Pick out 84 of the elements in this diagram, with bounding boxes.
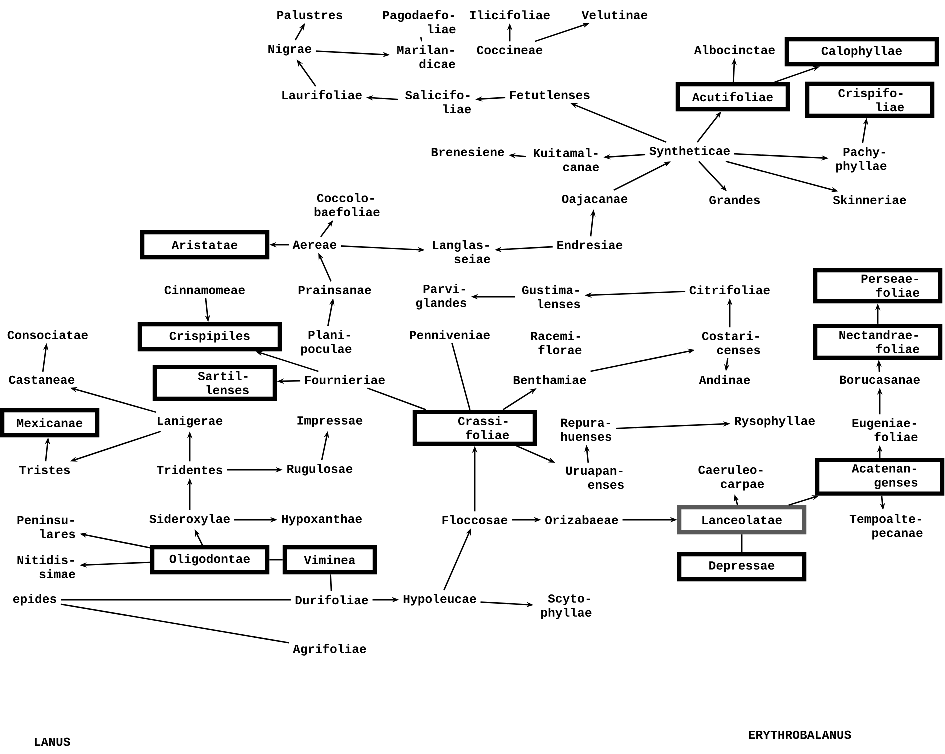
series-box: Crispipiles xyxy=(138,322,282,352)
series-label: Brenesiene xyxy=(432,148,504,156)
connector-line xyxy=(452,343,471,410)
series-label: Peninsu- lares xyxy=(18,515,76,539)
series-label: Tristes xyxy=(20,466,70,474)
series-box: Perseae- foliae xyxy=(813,268,943,304)
series-label: Syntheticae xyxy=(650,146,730,158)
series-label: Durifoliae xyxy=(296,595,368,605)
series-label: Ilicifoliae xyxy=(470,10,550,20)
series-label: Langlas- seiae xyxy=(433,240,490,264)
series-label: Tempoalte- pecanae xyxy=(850,514,923,540)
series-box: Viminea xyxy=(282,545,378,575)
series-box: Oligodontae xyxy=(150,545,270,575)
series-label: epides xyxy=(13,594,56,606)
series-box: Calophyllae xyxy=(784,37,940,67)
series-label: Parvi- glandes xyxy=(416,284,467,310)
connector-line xyxy=(270,559,283,561)
series-label: Andinae xyxy=(699,376,750,384)
series-label: Sideroxylae xyxy=(150,514,230,526)
series-label: Gustima- lenses xyxy=(522,285,580,309)
series-box: Sartil- lenses xyxy=(152,364,278,402)
connector-line xyxy=(330,574,332,592)
series-label: Palustres xyxy=(278,10,342,20)
series-box: Aristatae xyxy=(140,230,270,260)
series-label: Rugulosae xyxy=(288,464,353,476)
series-label: Citrifoliae xyxy=(690,285,770,295)
series-label: Prainsanae xyxy=(298,286,372,294)
series-label: Costari- censes xyxy=(702,331,760,355)
series-label: Rysophyllae xyxy=(735,416,815,428)
series-label: Pachy- phyllae xyxy=(836,147,887,173)
series-label: Repura- huenses xyxy=(561,418,612,442)
series-label: Cinnamomeae xyxy=(164,286,245,294)
series-label: Tridentes xyxy=(157,466,222,474)
series-label: Plani- poculae xyxy=(301,330,352,356)
series-label: Coccolo- baefoliae xyxy=(314,193,380,217)
series-label: Scyto- phyllae xyxy=(541,594,592,620)
series-label: Eugeniae- foliae xyxy=(852,418,918,442)
series-label: Agrifoliae xyxy=(293,644,366,656)
connector-line xyxy=(61,599,292,601)
series-label: Velutinae xyxy=(582,10,648,20)
series-label: Racemi- florae xyxy=(531,331,582,355)
series-label: Laurifoliae xyxy=(282,90,362,100)
connector-line xyxy=(420,37,423,42)
series-label: Salicifo- liae xyxy=(405,90,472,114)
series-label: Skinneriae xyxy=(833,196,906,204)
series-label: Fournieriae xyxy=(305,376,385,384)
series-label: Floccosae xyxy=(442,516,508,524)
series-box: Crispifo- liae xyxy=(805,82,935,118)
series-label: Endresiae xyxy=(558,240,623,250)
series-label: Castaneae xyxy=(9,376,75,384)
series-label: Hypoleucae xyxy=(404,594,476,606)
series-label: Coccineae xyxy=(477,45,543,54)
series-box: Depressae xyxy=(677,552,807,582)
connector-line xyxy=(60,604,290,644)
series-box: Lanceolatae xyxy=(677,505,807,535)
series-label: Oajacanae xyxy=(562,194,628,206)
series-box: Mexicanae xyxy=(0,408,100,438)
series-label: Aereae xyxy=(292,240,337,250)
series-label: Caeruleo- carpae xyxy=(698,465,764,491)
series-label: Lanigerae xyxy=(158,416,223,428)
connector-line xyxy=(741,534,743,552)
section-label: ERYTHROBALANUS xyxy=(749,730,852,740)
series-label: Uruapan- enses xyxy=(566,466,624,490)
series-box: Nectandrae- foliae xyxy=(813,324,943,360)
series-label: Nigrae xyxy=(268,44,312,56)
series-label: Consociatae xyxy=(8,330,88,340)
series-box: Acatenan- genses xyxy=(815,458,945,496)
series-label: Nitidis- simae xyxy=(18,555,76,579)
series-label: Albocinctae xyxy=(694,45,775,54)
connector-line xyxy=(367,388,426,411)
series-label: Impressae xyxy=(298,416,363,428)
series-box: Acutifoliae xyxy=(676,82,790,112)
series-label: Orizabaeae xyxy=(546,516,618,524)
series-label: Borucasanae xyxy=(840,376,920,384)
series-label: Kuitamal- canae xyxy=(534,148,600,172)
series-label: Penniveniae xyxy=(410,330,490,340)
series-label: Pagodaefo- liae xyxy=(383,10,456,34)
series-label: Fetutlenses xyxy=(510,90,590,100)
series-label: Benthamiae xyxy=(514,376,586,384)
section-label: LANUS xyxy=(35,738,70,746)
series-box: Crassi- foliae xyxy=(412,410,538,446)
series-label: Grandes xyxy=(710,196,760,204)
series-label: Marilan- dicae xyxy=(398,45,456,69)
series-label: Hypoxanthae xyxy=(282,514,362,526)
